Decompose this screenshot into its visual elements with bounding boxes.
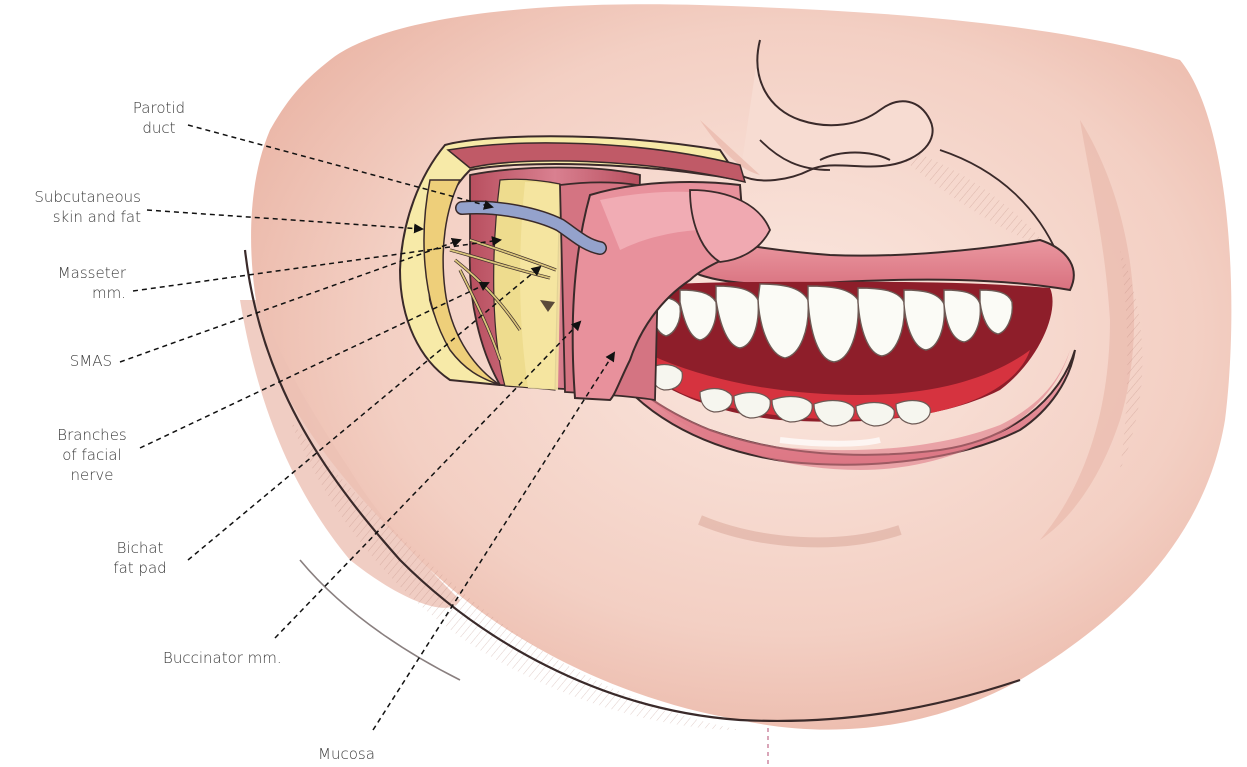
label-line: of facial: [48, 445, 136, 465]
label-line: mm.: [30, 283, 126, 303]
label-masseter: Masseter mm.: [30, 263, 126, 303]
label-line: SMAS: [40, 351, 112, 371]
label-line: duct: [118, 118, 200, 138]
label-line: Parotid: [118, 98, 200, 118]
label-line: fat pad: [104, 558, 176, 578]
label-line: Bichat: [104, 538, 176, 558]
label-mucosa: Mucosa: [318, 744, 375, 764]
label-bichat: Bichat fat pad: [104, 538, 176, 578]
label-facial-nerve: Branches of facial nerve: [48, 425, 136, 485]
label-line: nerve: [48, 465, 136, 485]
label-line: Branches: [48, 425, 136, 445]
label-line: Subcutaneous: [6, 187, 141, 207]
label-line: Mucosa: [318, 744, 375, 764]
label-subcutaneous: Subcutaneous skin and fat: [6, 187, 141, 227]
label-parotid-duct: Parotid duct: [118, 98, 200, 138]
label-buccinator: Buccinator mm.: [163, 648, 282, 668]
label-smas: SMAS: [40, 351, 112, 371]
label-line: Buccinator mm.: [163, 648, 282, 668]
label-line: Masseter: [30, 263, 126, 283]
label-line: skin and fat: [6, 207, 141, 227]
